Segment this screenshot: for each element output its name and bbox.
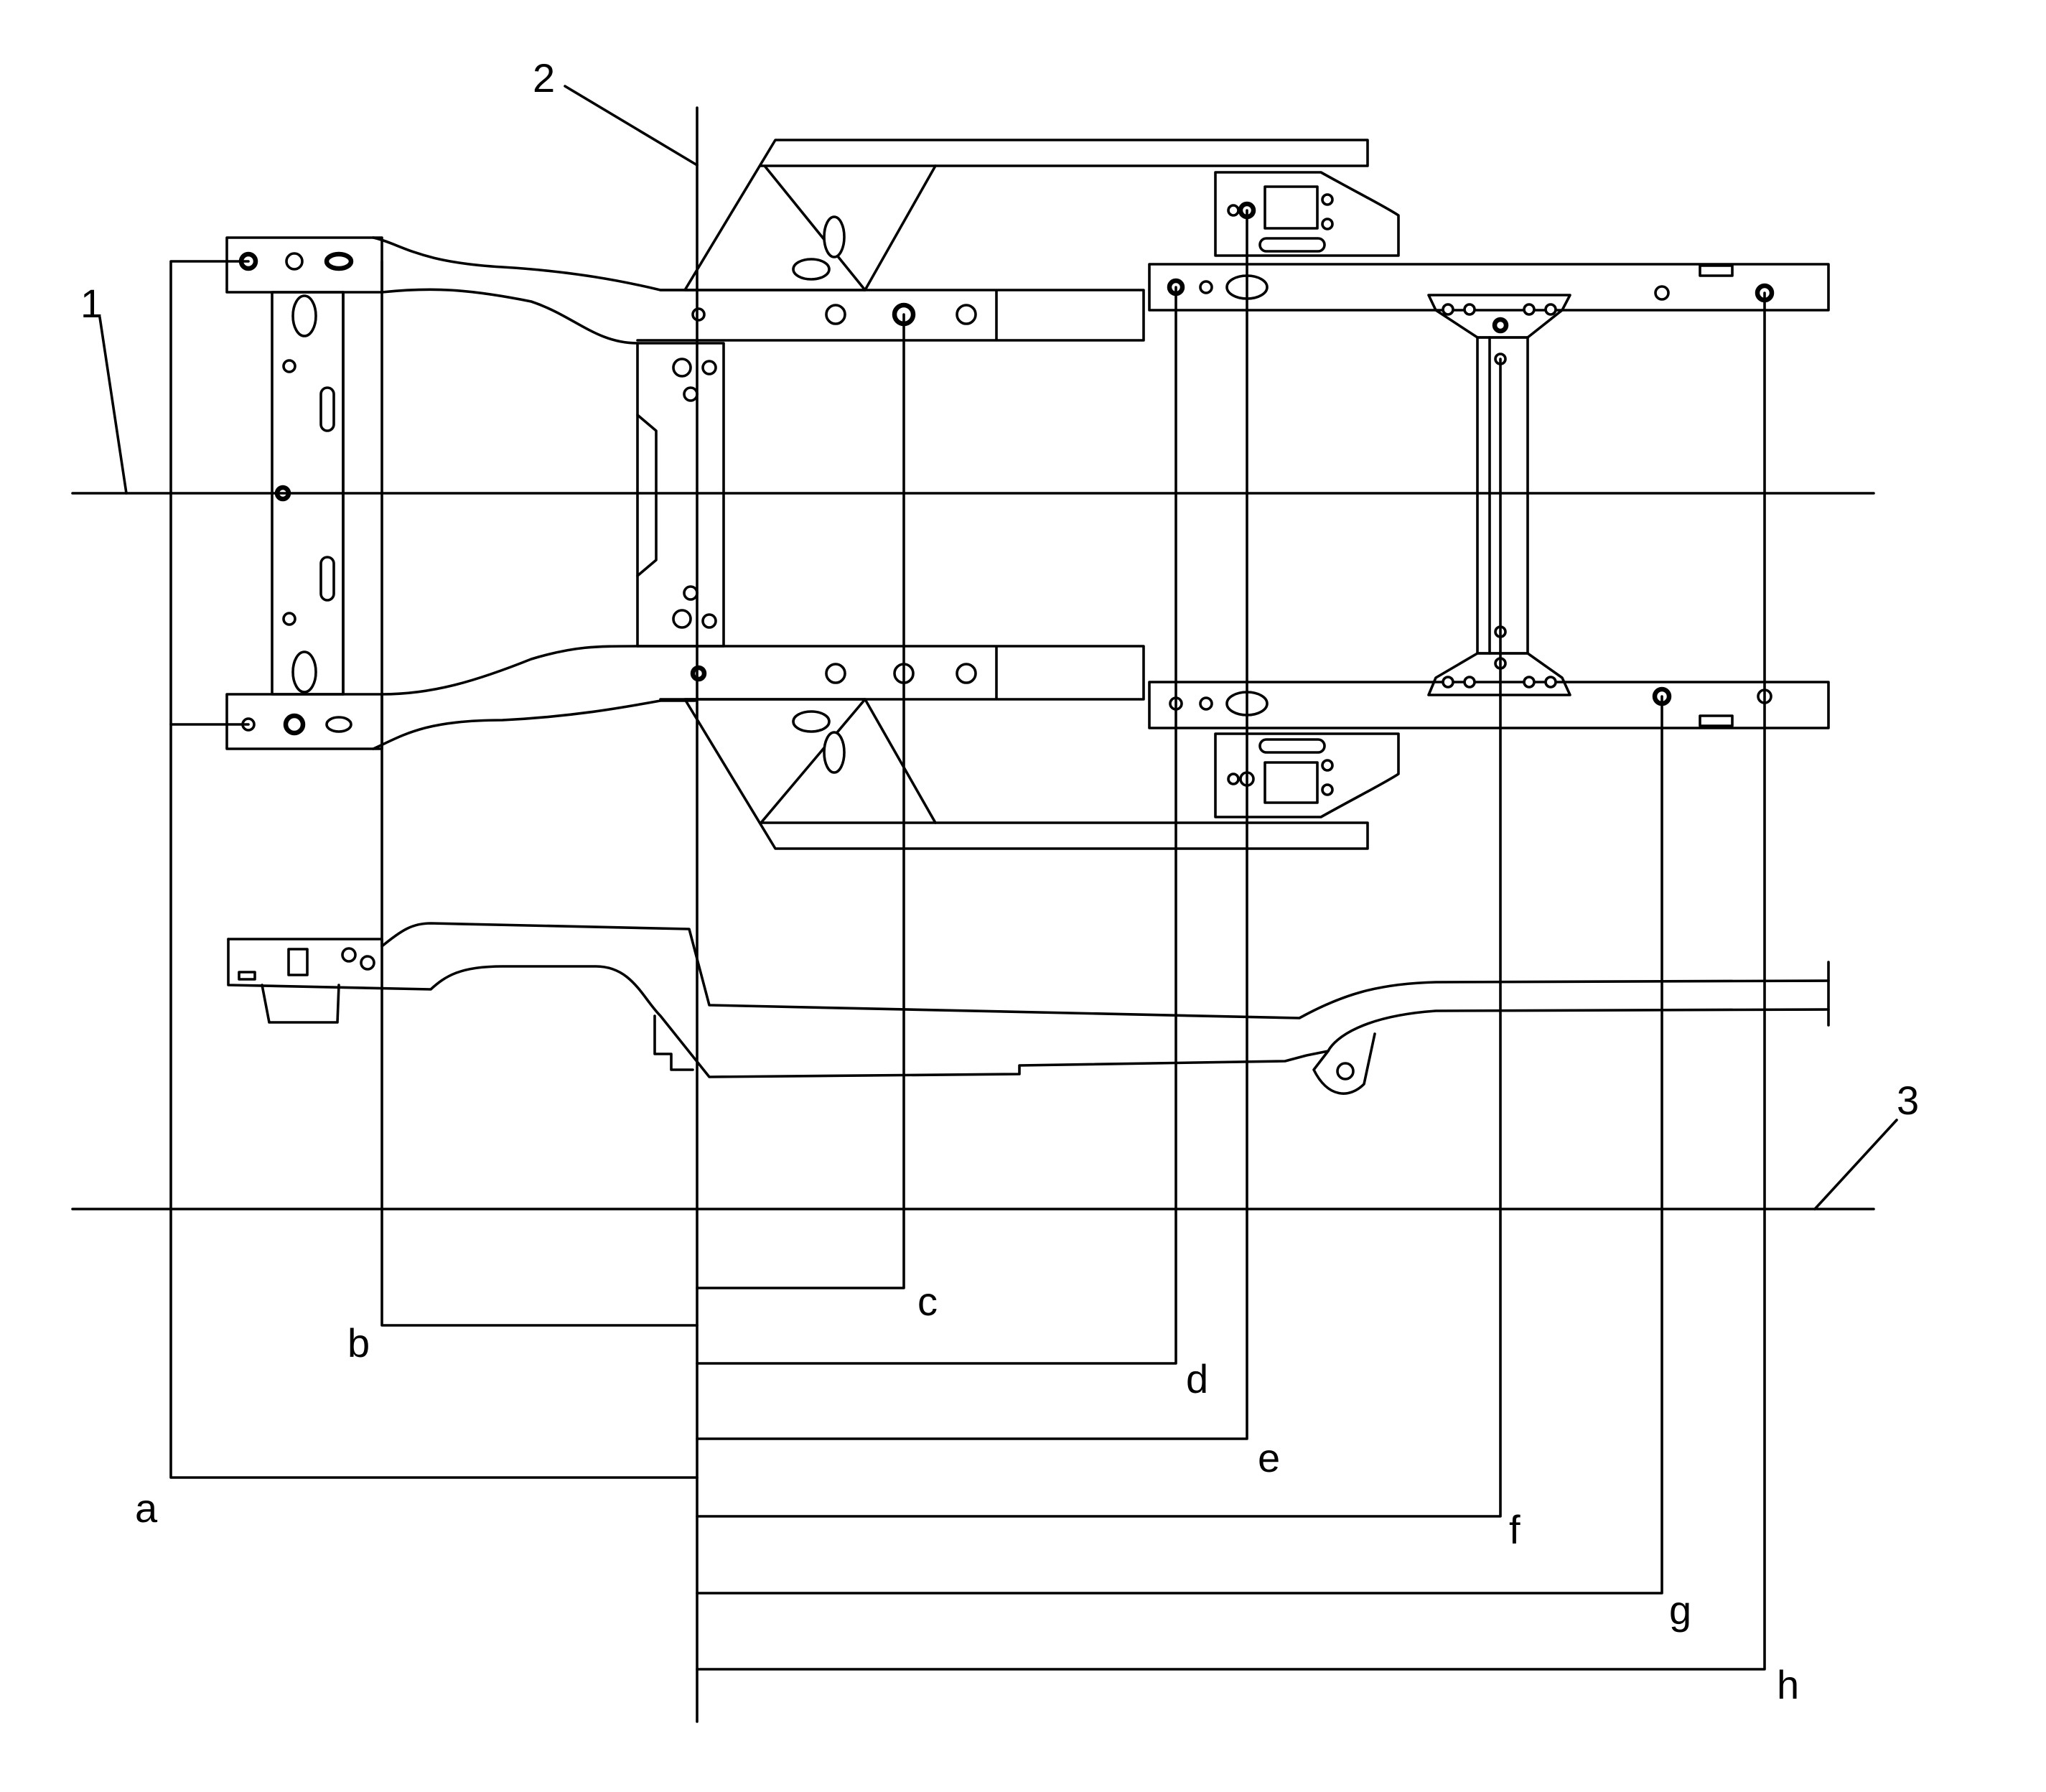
dimension-line-g <box>696 695 1663 1595</box>
dimension-line-b <box>380 260 699 1327</box>
dimension-label-g: g <box>1669 1587 1691 1633</box>
dimension-line-h <box>696 291 1766 1671</box>
dimension-line-c <box>696 313 905 1289</box>
dimension-label-d: d <box>1186 1356 1208 1401</box>
rear-right-rail <box>1148 681 1830 729</box>
rear-left-rail <box>1148 263 1830 312</box>
dimension-label-e: e <box>1258 1435 1280 1480</box>
dimension-label-c: c <box>917 1279 938 1324</box>
center-crossmember-plate <box>636 342 725 648</box>
dimension-label-h: h <box>1777 1662 1799 1707</box>
reference-lines <box>71 106 1875 1723</box>
center-crossmember <box>636 342 725 648</box>
callout-1: 1 <box>80 281 103 326</box>
front-frame-rails <box>372 236 696 750</box>
dimension-label-b: b <box>347 1320 370 1366</box>
callout-3: 3 <box>1897 1078 1919 1123</box>
dimension-lines <box>169 209 1766 1671</box>
dimension-labels: a b c d e f g h <box>135 1279 1799 1707</box>
dimension-line-d <box>696 286 1177 1365</box>
dimension-line-e <box>696 209 1248 1440</box>
rear-crossmember <box>1427 294 1571 696</box>
mid-frame-rails <box>636 289 1145 701</box>
callout-labels: 1 2 3 <box>80 55 1919 1123</box>
outriggers <box>683 139 1369 850</box>
dimension-line-f <box>696 358 1502 1518</box>
rear-body-mount-brackets <box>1214 171 1400 818</box>
frame-side-view <box>227 922 1830 1095</box>
dimension-label-f: f <box>1509 1507 1521 1552</box>
callout-2: 2 <box>533 55 555 101</box>
callout-leaders <box>98 85 1898 1210</box>
dimension-label-a: a <box>135 1485 158 1531</box>
dimension-line-a <box>169 260 699 1479</box>
